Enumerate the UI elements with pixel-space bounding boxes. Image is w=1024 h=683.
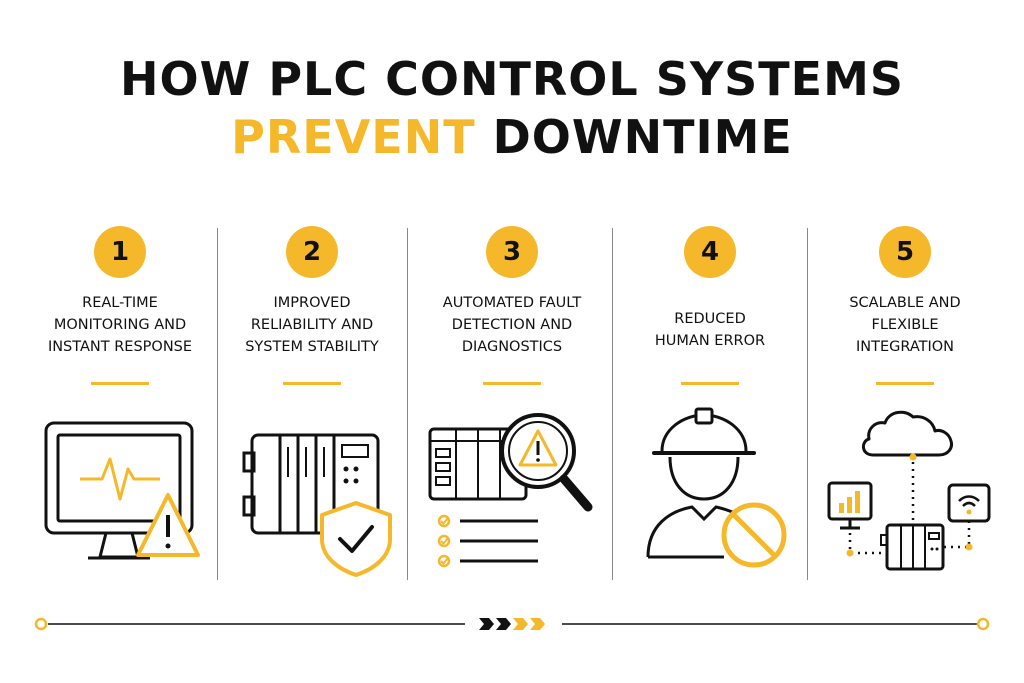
step-underline (483, 382, 541, 385)
step-number-badge: 4 (684, 226, 736, 278)
step-label: IMPROVED RELIABILITY AND SYSTEM STABILIT… (245, 295, 379, 355)
title-line-2: PREVENT DOWNTIME (0, 108, 1024, 166)
cloud-integration-icon (827, 410, 991, 571)
step-underline (283, 382, 341, 385)
monitor-alert-icon (44, 421, 200, 560)
step-label: AUTOMATED FAULT DETECTION AND DIAGNOSTIC… (442, 295, 582, 355)
column-divider (217, 228, 218, 580)
title-rest-word: DOWNTIME (492, 110, 793, 164)
step-label: REDUCED HUMAN ERROR (654, 311, 766, 349)
fault-detection-icon (428, 413, 593, 568)
step-label: REAL-TIME MONITORING AND INSTANT RESPONS… (47, 295, 193, 355)
step-column-5: 5 SCALABLE AND FLEXIBLE INTEGRATION (815, 222, 995, 582)
step-number-badge: 1 (94, 226, 146, 278)
step-column-4: 4 REDUCED HUMAN ERROR (620, 222, 800, 582)
step-number-badge: 3 (486, 226, 538, 278)
step-column-1: 1 REAL-TIME MONITORING AND INSTANT RESPO… (30, 222, 210, 582)
step-number-badge: 5 (879, 226, 931, 278)
bottom-timeline-decoration (34, 617, 990, 631)
step-underline (681, 382, 739, 385)
step-underline (91, 382, 149, 385)
plc-shield-icon (242, 433, 392, 577)
step-label: SCALABLE AND FLEXIBLE INTEGRATION (849, 295, 961, 355)
column-divider (407, 228, 408, 580)
step-column-2: 2 IMPROVED RELIABILITY AND SYSTEM STABIL… (222, 222, 402, 582)
step-number-badge: 2 (286, 226, 338, 278)
page-title: HOW PLC CONTROL SYSTEMS PREVENT DOWNTIME (0, 50, 1024, 166)
step-underline (876, 382, 934, 385)
worker-no-error-icon (646, 407, 787, 568)
title-accent-word: PREVENT (231, 110, 476, 164)
column-divider (612, 228, 613, 580)
title-line-1: HOW PLC CONTROL SYSTEMS (119, 52, 905, 106)
column-divider (807, 228, 808, 580)
step-column-3: 3 AUTOMATED FAULT DETECTION AND DIAGNOST… (420, 222, 600, 582)
